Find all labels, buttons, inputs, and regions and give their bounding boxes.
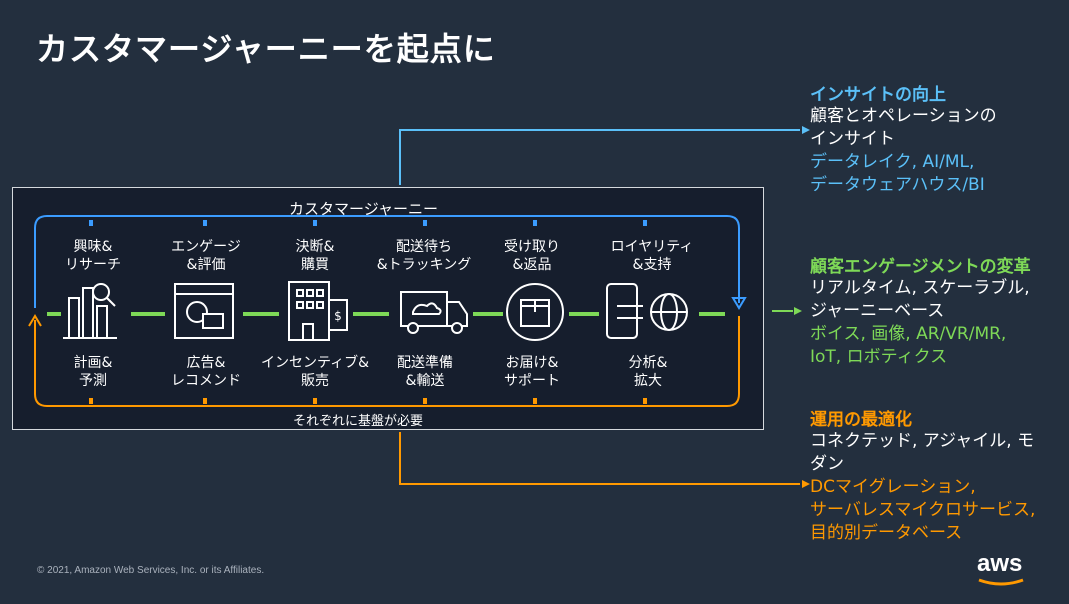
aws-logo-text: aws	[977, 550, 1023, 577]
outcome-operations-desc: コネクテッド, アジャイル, モ ダン	[810, 431, 1035, 474]
outcome-insight-title: インサイトの向上	[810, 85, 946, 105]
outcome-operations-tech: DCマイグレーション, サーバレスマイクロサービス, 目的別データベース	[810, 477, 1036, 543]
stage-2-top-label: エンゲージ &評価	[171, 239, 241, 273]
outcome-operations-title: 運用の最適化	[810, 410, 912, 430]
stage-1-top-label: 興味& リサーチ	[65, 239, 121, 273]
stage-4-top-label: 配送待ち &トラッキング	[376, 239, 472, 273]
stage-5-top-label: 受け取り &返品	[504, 239, 560, 273]
stage-3-bottom-label: インセンティブ& 販売	[260, 355, 370, 389]
aws-smile-icon	[978, 578, 1024, 586]
svg-text:$: $	[334, 309, 342, 323]
delivery-truck-icon	[400, 291, 468, 334]
outcome-insight-desc: 顧客とオペレーションの インサイト	[810, 106, 997, 149]
stage-1-bottom-label: 計画& 予測	[73, 355, 113, 389]
stage-2-bottom-label: 広告& レコメンド	[171, 355, 241, 389]
outcome-engagement-title: 顧客エンゲージメントの変革	[810, 257, 1031, 277]
stage-6-top-label: ロイヤリティ &支持	[610, 239, 694, 273]
stage-5-bottom-label: お届け& サポート	[504, 355, 560, 389]
stage-6-bottom-label: 分析& 拡大	[628, 355, 668, 389]
mobile-globe-icon	[606, 283, 688, 339]
stage-3-top-label: 決断& 購買	[295, 239, 335, 273]
package-return-icon	[506, 283, 564, 341]
page-title: カスタマージャーニーを起点に	[36, 30, 496, 68]
journey-bottom-label: それぞれに基盤が必要	[293, 414, 424, 429]
outcome-insight-tech: データレイク, AI/ML, データウェアハウス/BI	[810, 152, 985, 195]
copyright: © 2021, Amazon Web Services, Inc. or its…	[37, 565, 265, 576]
journey-panel: $ カスタマージャーニー それぞれに基盤が必要 興味& リサーチ	[12, 187, 764, 430]
store-payment-icon: $	[288, 281, 348, 341]
journey-cycle: $	[28, 215, 747, 407]
journey-top-label: カスタマージャーニー	[289, 200, 438, 218]
stage-4-bottom-label: 配送準備 &輸送	[397, 355, 453, 389]
outcome-engagement-desc: リアルタイム, スケーラブル, ジャーニーベース	[810, 278, 1030, 321]
outcome-insight: インサイトの向上 顧客とオペレーションの インサイト データレイク, AI/ML…	[810, 80, 1065, 197]
outcome-operations: 運用の最適化 コネクテッド, アジャイル, モ ダン DCマイグレーション, サ…	[810, 405, 1065, 545]
browser-ad-icon	[174, 283, 234, 339]
aws-logo: aws	[977, 550, 1024, 586]
outcome-engagement-tech: ボイス, 画像, AR/VR/MR, IoT, ロボティクス	[810, 324, 1007, 367]
outcome-engagement: 顧客エンゲージメントの変革 リアルタイム, スケーラブル, ジャーニーベース ボ…	[810, 252, 1065, 369]
chart-magnifier-icon	[63, 283, 117, 339]
